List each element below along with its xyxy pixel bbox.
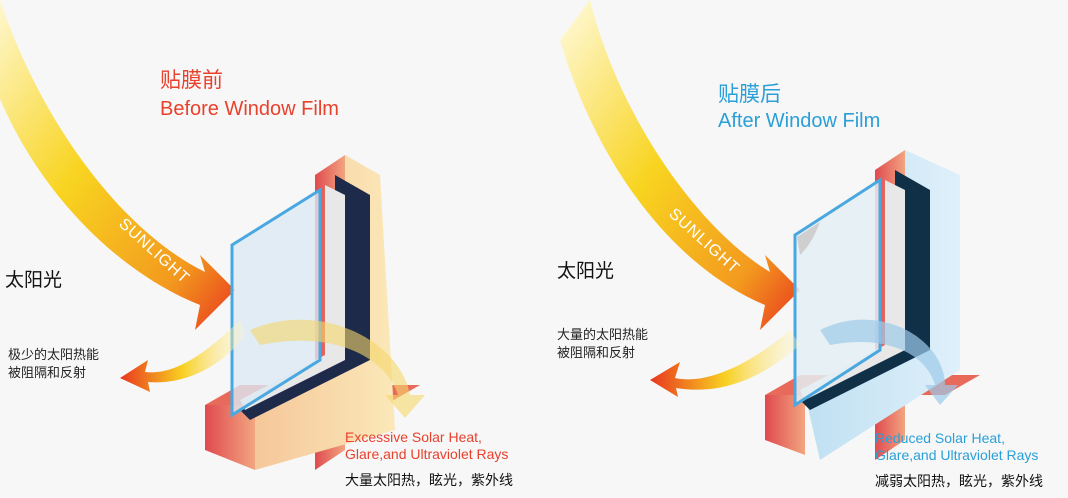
- after-transmitted-en-2: Glare,and Ultraviolet Rays: [875, 447, 1039, 463]
- after-reflected-line2: 被阻隔和反射: [557, 346, 636, 361]
- before-sunlight-cn: 太阳光: [5, 269, 63, 291]
- sunlight-beam: [0, 0, 235, 330]
- after-transmitted-cn: 减弱太阳热，眩光，紫外线: [875, 474, 1043, 490]
- after-title-en: After Window Film: [718, 110, 881, 132]
- after-panel: SUNLIGHT: [560, 0, 980, 460]
- before-transmitted-en-1: Excessive Solar Heat,: [345, 429, 482, 445]
- before-reflected-line1: 极少的太阳热能: [8, 348, 100, 363]
- before-panel: SUNLIGHT: [0, 0, 425, 470]
- before-transmitted-en-2: Glare,and Ultraviolet Rays: [345, 446, 509, 462]
- after-title-cn: 贴膜后: [718, 82, 781, 106]
- after-reflected-line1: 大量的太阳热能: [557, 328, 649, 343]
- reflected-ray: [120, 320, 245, 392]
- transmitted-ray: [820, 319, 958, 405]
- sunlight-beam: [560, 0, 800, 330]
- after-transmitted-en-1: Reduced Solar Heat,: [875, 430, 1005, 446]
- before-title-cn: 贴膜前: [160, 68, 223, 92]
- before-title-en: Before Window Film: [160, 98, 339, 120]
- reflected-ray: [650, 330, 800, 397]
- after-sunlight-cn: 太阳光: [557, 260, 615, 282]
- film-peel: [797, 222, 820, 255]
- before-transmitted-cn: 大量太阳热，眩光，紫外线: [345, 473, 513, 489]
- glass-pane: [230, 187, 322, 418]
- transmitted-ray: [250, 319, 425, 418]
- before-reflected-line2: 被阻隔和反射: [8, 366, 87, 381]
